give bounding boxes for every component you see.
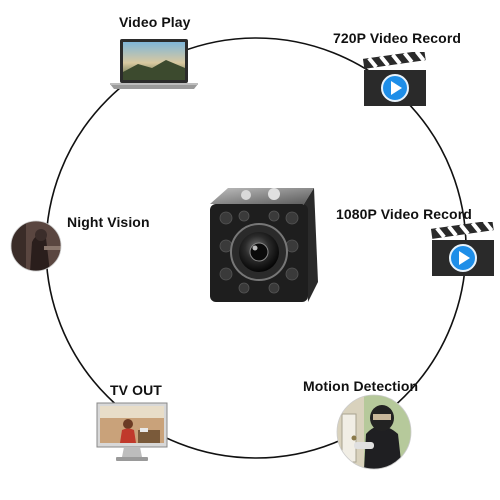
laptop-icon [110,39,198,89]
camera-cube-icon [210,188,318,302]
label-video-play: Video Play [119,14,191,30]
label-night-vision: Night Vision [67,214,150,230]
clapperboard-play-icon-1080p [430,222,494,276]
label-1080p-record: 1080P Video Record [336,206,472,222]
label-720p-record: 720P Video Record [333,30,462,46]
monitor-icon [96,402,168,461]
burglar-photo [336,394,412,470]
clapperboard-play-icon-720p [362,52,426,106]
label-motion-detection: Motion Detection [303,378,419,394]
night-vision-photo [10,220,62,272]
label-tv-out: TV OUT [110,382,162,398]
